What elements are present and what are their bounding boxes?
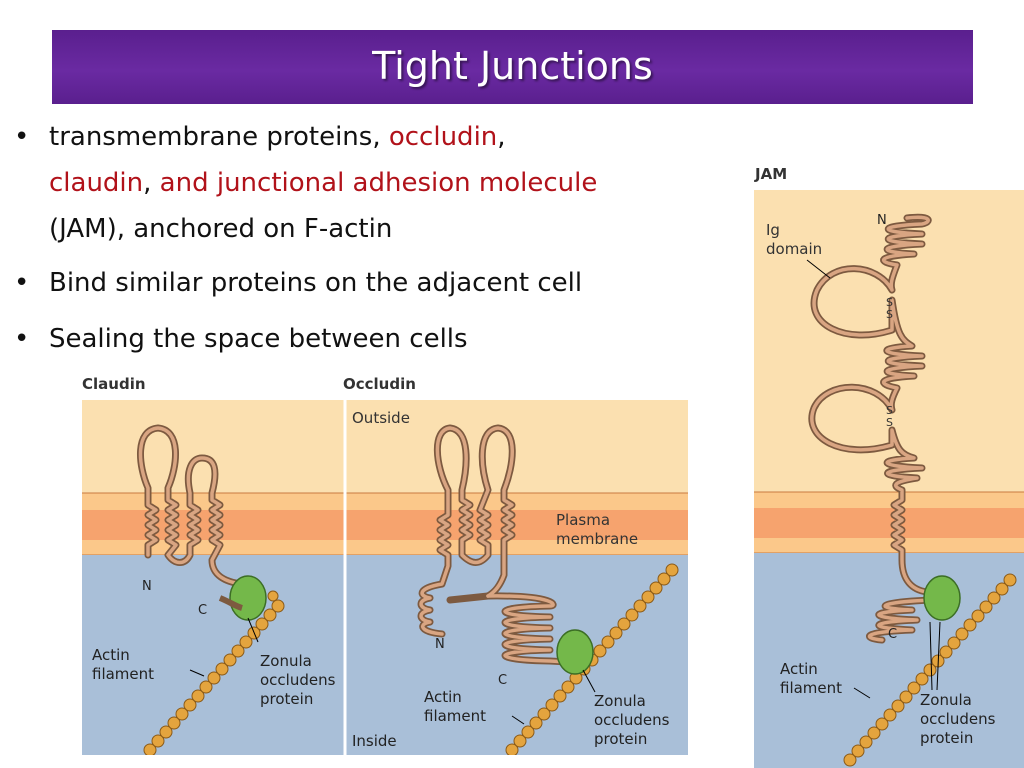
bullet-1-text: transmembrane proteins, — [49, 122, 389, 152]
claudin-actin-filament — [143, 590, 285, 755]
bullet-2: • Bind similar proteins on the adjacent … — [12, 260, 752, 306]
jam-ig-domain-label: Ig domain — [766, 221, 822, 258]
membrane-outer-band — [82, 493, 688, 510]
occludin-zo-protein — [556, 629, 594, 675]
jam-term: and junctional adhesion molecule — [159, 168, 598, 198]
jam-figure: JAM N Ig domain — [754, 165, 1024, 768]
jam-inside-region — [754, 553, 1024, 768]
claudin-n-label: N — [142, 579, 152, 594]
bullet-3: • Sealing the space between cells — [12, 316, 752, 362]
claudin-occludin-figure: Claudin Occludin N C Act — [82, 375, 688, 755]
jam-zo-protein — [923, 575, 961, 621]
occludin-term: occludin — [388, 122, 498, 152]
claudin-c-label: C — [198, 603, 207, 618]
bullet-3-text: Sealing the space between cells — [49, 324, 468, 354]
bullet-dot-icon: • — [14, 324, 30, 354]
claudin-zo-label: Zonula occludens protein — [260, 652, 340, 708]
bullet-1-comma: , — [497, 122, 506, 152]
jam-zo-label: Zonula occludens protein — [920, 691, 1000, 747]
claudin-heading: Claudin — [82, 375, 146, 393]
membrane-inner-band — [82, 540, 688, 555]
occludin-heading: Occludin — [343, 375, 416, 393]
slide-title: Tight Junctions — [372, 44, 653, 88]
jam-n-label: N — [877, 213, 887, 228]
title-bar: Tight Junctions — [52, 30, 973, 104]
claudin-protein-fill — [138, 426, 244, 586]
bullet-2-text: Bind similar proteins on the adjacent ce… — [49, 268, 583, 298]
occludin-outside-label: Outside — [352, 409, 410, 427]
occludin-zo-label: Zonula occludens protein — [594, 692, 674, 748]
occludin-inside-label: Inside — [352, 732, 397, 750]
occludin-protein-fill — [419, 426, 570, 664]
occludin-n-label: N — [435, 637, 445, 652]
bullet-list: • transmembrane proteins, occludin, clau… — [12, 114, 752, 362]
jam-actin-filament — [843, 573, 1017, 767]
jam-heading: JAM — [754, 165, 787, 183]
occludin-c-label: C — [498, 673, 507, 688]
claudin-zo-protein — [229, 575, 267, 621]
jam-ss-2: S S — [886, 404, 896, 429]
bullet-dot-icon: • — [14, 268, 30, 298]
claudin-term: claudin — [49, 168, 144, 198]
bullet-1-comma-2: , — [143, 168, 160, 198]
outside-region — [82, 400, 688, 493]
bullet-1-tail: (JAM), anchored on F-actin — [49, 214, 393, 244]
bullet-1: • transmembrane proteins, occludin, clau… — [12, 114, 752, 252]
jam-ss-1: S S — [886, 296, 896, 321]
membrane-core-band — [82, 510, 688, 540]
bullet-dot-icon: • — [14, 122, 30, 152]
occludin-plasma-membrane-label: Plasma membrane — [556, 511, 638, 548]
jam-c-label: C — [888, 627, 897, 642]
occludin-actin-filament — [505, 563, 679, 755]
